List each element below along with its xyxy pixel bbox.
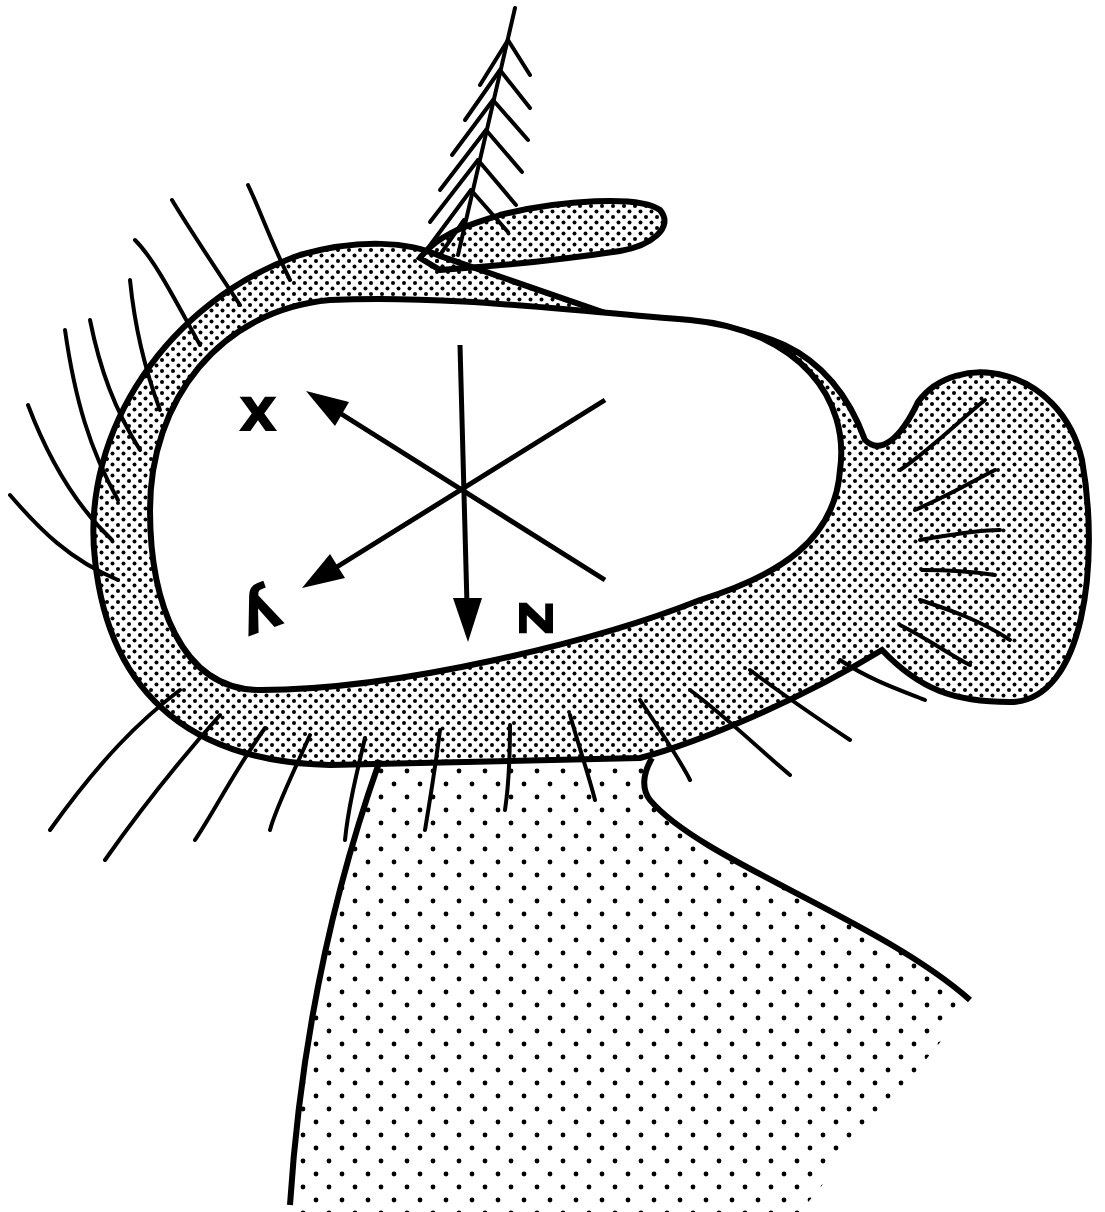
body-stipple bbox=[290, 758, 975, 1212]
axis-label: y bbox=[232, 582, 291, 654]
inner-field bbox=[150, 299, 841, 690]
arrowheads bbox=[302, 391, 482, 642]
body-outline bbox=[290, 760, 380, 1205]
axis-lines bbox=[332, 345, 605, 605]
axis-label: x bbox=[238, 379, 278, 441]
antenna-feather bbox=[428, 8, 530, 255]
axis-label: z bbox=[509, 600, 571, 636]
body-outline bbox=[644, 758, 970, 1000]
head-capsule bbox=[93, 244, 1089, 765]
